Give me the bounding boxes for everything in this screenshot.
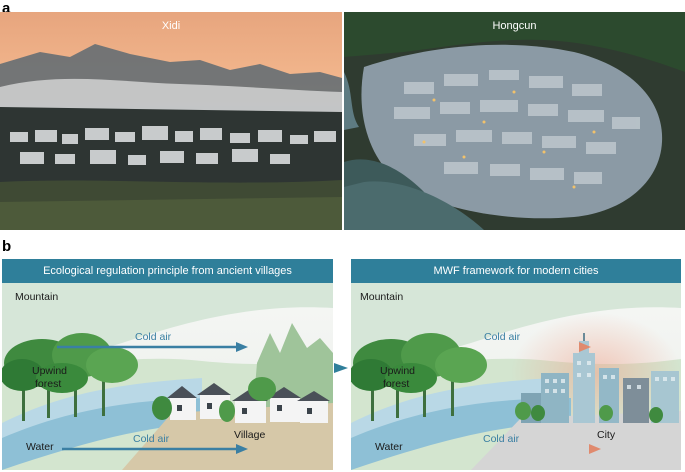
right-cold-air-bottom-label: Cold air <box>483 433 520 445</box>
hongcun-label: Hongcun <box>492 20 537 32</box>
right-diagram-header: MWF framework for modern cities <box>351 259 681 283</box>
right-city-label: City <box>597 429 616 441</box>
left-village-label: Village <box>234 429 266 441</box>
transfer-arrow-icon <box>334 360 350 381</box>
right-cold-air-top-label: Cold air <box>484 331 521 343</box>
left-diagram-header: Ecological regulation principle from anc… <box>2 259 333 283</box>
right-mountain-label: Mountain <box>360 291 404 303</box>
right-diagram: Mountain Cold air Upwind forest Water Co… <box>351 283 681 470</box>
left-upwind-forest-line2: forest <box>35 378 62 390</box>
hongcun-photo: Hongcun <box>344 12 685 230</box>
panel-letter-a: a <box>2 0 11 17</box>
left-mountain-label: Mountain <box>15 291 59 303</box>
left-water-label: Water <box>26 441 54 453</box>
left-cold-air-bottom-label: Cold air <box>133 433 170 445</box>
right-upwind-forest-line1: Upwind <box>380 365 416 377</box>
left-diagram: Mountain Cold air Upwind forest Water Co… <box>2 283 333 470</box>
xidi-label: Xidi <box>161 20 181 32</box>
right-upwind-forest-line2: forest <box>383 378 410 390</box>
xidi-photo: Xidi <box>0 12 342 230</box>
left-cold-air-top-label: Cold air <box>135 331 172 343</box>
left-upwind-forest-line1: Upwind <box>32 365 68 377</box>
panel-letter-b: b <box>2 238 12 255</box>
right-water-label: Water <box>375 441 403 453</box>
